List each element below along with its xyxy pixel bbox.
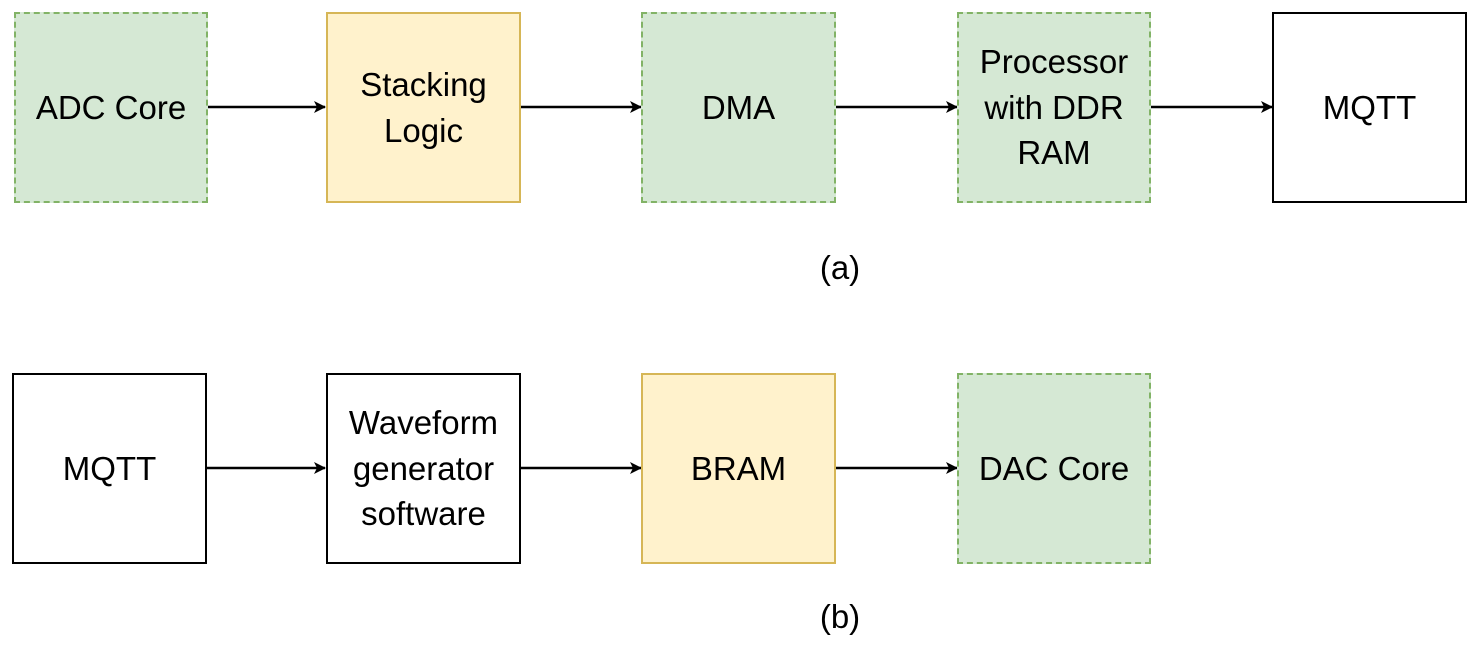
node-label: ADC Core bbox=[35, 88, 187, 126]
node-label: BRAM bbox=[690, 449, 787, 487]
node-processor-ddr: Processor with DDR RAM bbox=[957, 12, 1151, 203]
node-label: Processor with DDR RAM bbox=[979, 43, 1129, 172]
node-label: MQTT bbox=[1322, 88, 1417, 126]
node-label: DAC Core bbox=[978, 449, 1130, 487]
node-bram: BRAM bbox=[641, 373, 836, 564]
node-adc-core: ADC Core bbox=[14, 12, 208, 203]
node-label: Waveform generator software bbox=[348, 404, 499, 533]
node-label: DMA bbox=[701, 88, 776, 126]
node-dma: DMA bbox=[641, 12, 836, 203]
caption-a: (a) bbox=[819, 249, 861, 286]
node-dac-core: DAC Core bbox=[957, 373, 1151, 564]
node-waveform-generator: Waveform generator software bbox=[326, 373, 521, 564]
node-stacking-logic: Stacking Logic bbox=[326, 12, 521, 203]
node-mqtt-b: MQTT bbox=[12, 373, 207, 564]
caption-b: (b) bbox=[819, 598, 861, 635]
node-mqtt-a: MQTT bbox=[1272, 12, 1467, 203]
node-label: Stacking Logic bbox=[360, 65, 487, 149]
node-label: MQTT bbox=[62, 449, 157, 487]
